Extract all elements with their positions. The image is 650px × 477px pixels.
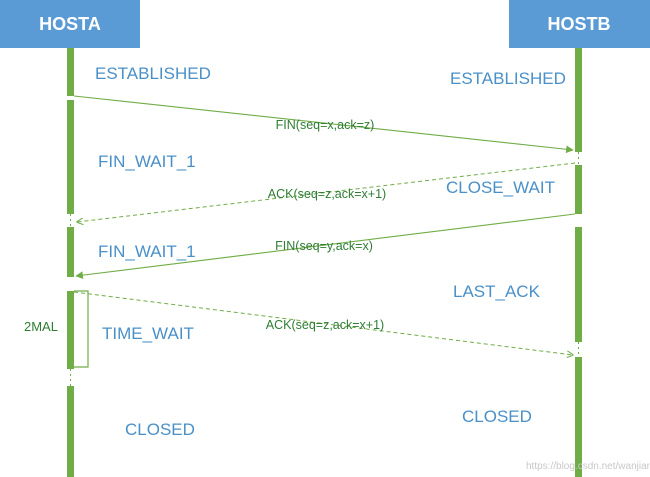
host-a-lifeline-segment [67, 386, 74, 477]
message-fin-1-label: FIN(seq=x,ack=z) [276, 118, 375, 132]
message-ack-2-label: ACK(seq=z,ack=x+1) [266, 318, 384, 332]
host-a-box: HOSTA [0, 0, 140, 48]
host-b-box: HOSTB [509, 0, 650, 48]
host-b-lifeline-segment [575, 165, 582, 214]
host-a-lifeline-segment [67, 100, 74, 214]
host-b-state-last-ack: LAST_ACK [453, 282, 541, 301]
message-ack-1: ACK(seq=z,ack=x+1) [77, 162, 576, 222]
host-a-state-fin-wait-1: FIN_WAIT_1 [98, 152, 196, 171]
host-a-lifeline-segment [67, 291, 74, 369]
host-a-state-established: ESTABLISHED [95, 64, 211, 83]
host-b-state-closed: CLOSED [462, 407, 532, 426]
message-fin-2-label: FIN(seq=y,ack=x) [275, 239, 373, 253]
time-wait-timer-bracket: 2MAL [24, 290, 89, 368]
host-a-lifeline-segment [67, 227, 74, 277]
timer-label: 2MAL [24, 319, 58, 334]
host-b-label: HOSTB [548, 14, 611, 34]
host-b-lifeline-segment [575, 48, 582, 152]
watermark: https://blog.csdn.net/wanjiannei [526, 461, 650, 472]
host-b-lifeline-segment [575, 357, 582, 477]
host-a-state-fin-wait-2: FIN_WAIT_1 [98, 242, 196, 261]
message-ack-2: ACK(seq=z,ack=x+1) [73, 291, 573, 355]
host-a-lifeline [67, 48, 74, 477]
message-ack-1-label: ACK(seq=z,ack=x+1) [268, 187, 386, 201]
message-fin-2: FIN(seq=y,ack=x) [75, 213, 576, 279]
host-a-label: HOSTA [39, 14, 101, 34]
host-b-state-established: ESTABLISHED [450, 69, 566, 88]
message-fin-1: FIN(seq=x,ack=z) [73, 95, 574, 154]
host-b-lifeline-segment [575, 227, 582, 342]
host-b-lifeline [575, 48, 582, 477]
host-a-state-time-wait: TIME_WAIT [102, 324, 194, 343]
host-a-state-closed: CLOSED [125, 420, 195, 439]
host-b-state-close-wait: CLOSE_WAIT [446, 178, 555, 197]
host-a-lifeline-segment [67, 48, 74, 96]
